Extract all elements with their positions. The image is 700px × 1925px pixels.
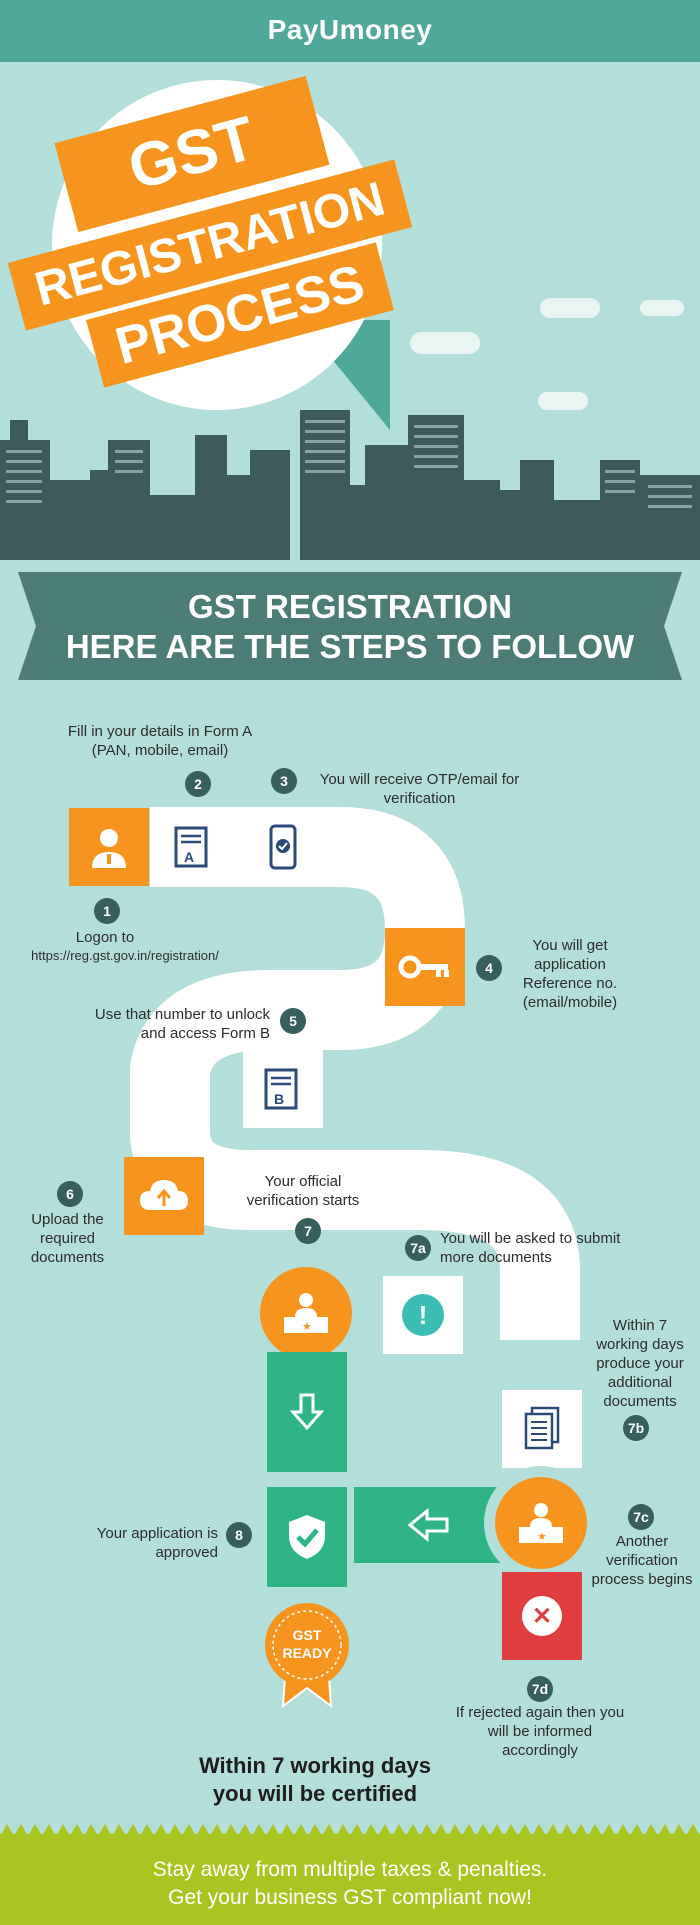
step6-text: Upload the required documents <box>30 1211 105 1266</box>
banner-title-line2: HERE ARE THE STEPS TO FOLLOW <box>65 628 635 665</box>
step7a-tile: ! <box>383 1276 463 1354</box>
officer-desk-icon: ★ <box>284 1293 328 1333</box>
step4-text: You will get application Reference no. (… <box>522 937 618 1011</box>
step1-number: 1 <box>94 898 120 924</box>
approval-path-down <box>267 1352 347 1472</box>
step1-url: https://reg.gst.gov.in/registration/ <box>31 948 219 963</box>
step7c-number: 7c <box>628 1504 654 1530</box>
user-key-icon <box>92 829 126 868</box>
step7d-number: 7d <box>527 1676 553 1702</box>
exclamation-icon: ! <box>402 1294 444 1336</box>
certified-line1: Within 7 working days <box>198 1753 432 1778</box>
step3-tile <box>243 808 323 886</box>
gst-ready-badge: GST READY <box>250 1588 364 1708</box>
certified-line2: you will be certified <box>212 1781 418 1806</box>
step6-tile <box>124 1157 204 1235</box>
cloud-shape <box>538 392 588 410</box>
step4-tile <box>385 928 465 1006</box>
step7c-text: Another verification process begins <box>591 1533 693 1588</box>
step8-tile <box>267 1487 347 1587</box>
step7-number: 7 <box>295 1218 321 1244</box>
down-arrow-icon <box>290 1393 324 1431</box>
key-icon <box>398 955 449 979</box>
rosette-badge-icon <box>265 1603 349 1708</box>
step7-circle: ★ <box>249 1256 363 1370</box>
step7c-circle: ★ <box>484 1466 598 1580</box>
step7b-text: Within 7 working days produce your addit… <box>596 1317 684 1410</box>
officer-desk-icon: ★ <box>519 1503 563 1543</box>
footer-line2: Get your business GST compliant now! <box>168 1886 532 1909</box>
process-road <box>130 807 580 1340</box>
close-icon: ✕ <box>522 1596 562 1636</box>
step7d-tile: ✕ <box>502 1572 582 1660</box>
brand-logo: PayUmoney <box>267 14 433 45</box>
step5-text: Use that number to unlock and access For… <box>94 1006 270 1042</box>
step7b-number: 7b <box>623 1415 649 1441</box>
certified-message: Within 7 working days you will be certif… <box>150 1752 480 1808</box>
step1-text-line1: Logon to <box>75 929 135 946</box>
step2-tile: A <box>153 808 233 886</box>
step2-number: 2 <box>185 771 211 797</box>
cloud-shape <box>410 332 480 354</box>
step8-text: Your application is approved <box>96 1525 218 1561</box>
steps-banner <box>18 572 682 680</box>
badge-line1: GST <box>292 1627 322 1643</box>
footer-band <box>0 1834 700 1925</box>
step7d-text: If rejected again then you will be infor… <box>455 1704 625 1759</box>
banner-title-line1: GST REGISTRATION <box>188 588 512 625</box>
phone-check-icon <box>269 824 297 870</box>
step7-text: Your official verification starts <box>246 1173 360 1209</box>
form-b-letter: B <box>274 1091 284 1107</box>
step5-number: 5 <box>280 1008 306 1034</box>
step6-number: 6 <box>57 1181 83 1207</box>
form-icon: A <box>174 826 208 868</box>
step4-number: 4 <box>476 955 502 981</box>
step7a-number: 7a <box>405 1235 431 1261</box>
badge-line2: READY <box>282 1645 332 1661</box>
left-arrow-icon <box>407 1508 449 1542</box>
svg-text:★: ★ <box>537 1531 547 1543</box>
form-a-letter: A <box>184 849 194 865</box>
step3-text: You will receive OTP/email for verificat… <box>319 771 520 807</box>
form-icon: B <box>264 1068 298 1110</box>
step1-tile <box>69 808 149 886</box>
svg-text:★: ★ <box>302 1321 312 1333</box>
step7a-text: You will be asked to submit more documen… <box>440 1230 621 1266</box>
footer-zigzag <box>0 1824 700 1836</box>
step8-number: 8 <box>226 1522 252 1548</box>
cloud-upload-icon <box>140 1180 188 1210</box>
shield-check-icon <box>289 1515 325 1559</box>
approval-path-left <box>354 1487 504 1563</box>
step3-number: 3 <box>271 768 297 794</box>
footer-line1: Stay away from multiple taxes & penaltie… <box>152 1858 548 1881</box>
header-bar <box>0 0 700 62</box>
city-skyline <box>0 410 700 560</box>
step7b-tile <box>502 1390 582 1468</box>
cloud-shape <box>540 298 600 318</box>
step5-tile: B <box>243 1050 323 1128</box>
documents-icon <box>524 1406 560 1450</box>
cloud-shape <box>640 300 684 316</box>
step2-text: Fill in your details in Form A (PAN, mob… <box>67 723 253 759</box>
